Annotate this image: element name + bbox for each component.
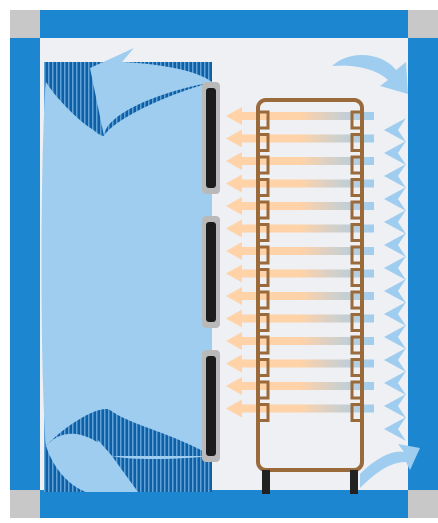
rack-shelf-left-bracket-13	[260, 380, 270, 400]
rack-shelf-right-bracket-3	[350, 155, 360, 175]
rack-shelf-right-bracket-13	[350, 380, 360, 400]
rack-shelf-right-bracket-4	[350, 178, 360, 197]
curved-airflow-arrow-icon-body	[41, 82, 212, 456]
warm-air-outlet-arrow-icon-13	[226, 377, 242, 395]
rack-shelf-right-bracket-14	[350, 403, 360, 422]
rack-airflow-arrow-shaft-6	[240, 224, 374, 233]
cool-air-inlet-arrow-icon-13	[384, 394, 406, 418]
rack-airflow-arrow-shaft-7	[240, 247, 374, 255]
rack-airflow-arrow-shaft-10	[240, 314, 374, 323]
rack-shelf-right-bracket-10	[350, 313, 360, 332]
rack-shelf-left-bracket-10	[260, 313, 270, 332]
rack-shelf-right-bracket-6	[350, 223, 360, 242]
warm-air-outlet-arrow-icon-10	[226, 309, 242, 328]
vent-slot-2	[206, 222, 216, 322]
floor-air-curved-arrow-icon	[360, 444, 420, 488]
rack-shelf-right-bracket-11	[350, 335, 360, 355]
warm-air-outlet-arrow-icon-11	[226, 332, 242, 350]
curved-airflow-arrow-icon-top-head	[90, 48, 212, 136]
rack-airflow-arrow-shaft-4	[240, 179, 374, 188]
cool-air-inlet-arrow-icon-3	[384, 164, 406, 188]
rack-shelf-left-bracket-12	[260, 358, 270, 377]
rack-shelf-right-bracket-2	[350, 133, 360, 152]
rack-shelf-right-bracket-5	[350, 200, 360, 220]
rack-airflow-arrow-shaft-1	[240, 112, 374, 120]
cool-air-inlet-arrow-icon-5	[384, 210, 406, 234]
enclosure-bottom-wall	[10, 490, 428, 518]
rack-airflow-arrow-shaft-11	[240, 337, 374, 345]
frame-corner-bottom-right	[408, 490, 438, 518]
cool-air-inlet-arrow-icon-7	[384, 256, 406, 280]
cool-air-inlet-arrow-icon-2	[384, 141, 406, 165]
rack-shelf-left-bracket-1	[260, 110, 270, 130]
rack-shelf-left-bracket-4	[260, 178, 270, 197]
warm-air-outlet-arrow-icon-2	[226, 129, 242, 148]
warm-air-outlet-arrow-icon-9	[226, 287, 242, 305]
warm-air-outlet-arrow-icon-12	[226, 354, 242, 373]
rack-shelf-left-bracket-6	[260, 223, 270, 242]
enclosure-left-wall	[10, 10, 40, 518]
rack-shelf-left-bracket-9	[260, 290, 270, 310]
cool-air-inlet-arrow-icon-4	[384, 187, 406, 211]
frame-corner-top-left	[10, 10, 40, 38]
rack-caster-right	[350, 470, 358, 494]
curved-airflow-arrow-icon-bottom-tail	[46, 433, 138, 492]
rack-shelf-right-bracket-9	[350, 290, 360, 310]
rack-shelf-left-bracket-11	[260, 335, 270, 355]
warm-air-outlet-arrow-icon-1	[226, 107, 242, 125]
warm-air-outlet-arrow-icon-6	[226, 219, 242, 238]
rack-shelf-left-bracket-8	[260, 268, 270, 287]
rack-airflow-arrow-shaft-14	[240, 404, 374, 413]
rack-airflow-arrow-shaft-2	[240, 134, 374, 143]
cool-air-inlet-arrow-icon-9	[384, 302, 406, 326]
rack-shelf-left-bracket-5	[260, 200, 270, 220]
frame-corner-bottom-left	[10, 490, 40, 518]
cool-air-inlet-arrow-icon-11	[384, 348, 406, 372]
rack-airflow-arrow-shaft-8	[240, 269, 374, 278]
warm-air-outlet-arrow-icon-7	[226, 242, 242, 260]
vent-slot-3	[206, 356, 216, 456]
enclosure-top-wall	[10, 10, 428, 38]
return-air-curved-arrow-icon	[332, 54, 408, 94]
rack-shelf-right-bracket-12	[350, 358, 360, 377]
rack-shelf-right-bracket-7	[350, 245, 360, 265]
rack-shelf-left-bracket-3	[260, 155, 270, 175]
rack-caster-left	[262, 470, 270, 494]
warm-air-outlet-arrow-icon-5	[226, 197, 242, 215]
rack-shelf-left-bracket-2	[260, 133, 270, 152]
cool-air-inlet-arrow-icon-6	[384, 233, 406, 257]
rack-shelf-left-bracket-14	[260, 403, 270, 422]
warm-air-outlet-arrow-icon-14	[226, 399, 242, 418]
rack-shelf-left-bracket-7	[260, 245, 270, 265]
vent-slot-1	[206, 88, 216, 188]
rack-airflow-arrow-shaft-12	[240, 359, 374, 368]
rack-airflow-arrow-shaft-5	[240, 202, 374, 210]
warm-air-outlet-arrow-icon-4	[226, 174, 242, 193]
warm-air-outlet-arrow-icon-8	[226, 264, 242, 283]
cool-air-inlet-arrow-icon-14	[384, 417, 406, 441]
rack-frame	[256, 98, 364, 472]
warm-air-outlet-arrow-icon-3	[226, 152, 242, 170]
cool-air-inlet-arrow-icon-1	[384, 118, 406, 142]
rack-airflow-arrow-shaft-3	[240, 157, 374, 165]
rack-airflow-arrow-shaft-13	[240, 382, 374, 390]
frame-corner-top-right	[408, 10, 438, 38]
rack-airflow-arrow-shaft-9	[240, 292, 374, 300]
cool-air-inlet-arrow-icon-12	[384, 371, 406, 395]
rack-shelf-right-bracket-1	[350, 110, 360, 130]
cool-air-inlet-arrow-icon-8	[384, 279, 406, 303]
rack-shelf-right-bracket-8	[350, 268, 360, 287]
enclosure-right-wall	[408, 10, 438, 518]
cool-air-inlet-arrow-icon-10	[384, 325, 406, 349]
